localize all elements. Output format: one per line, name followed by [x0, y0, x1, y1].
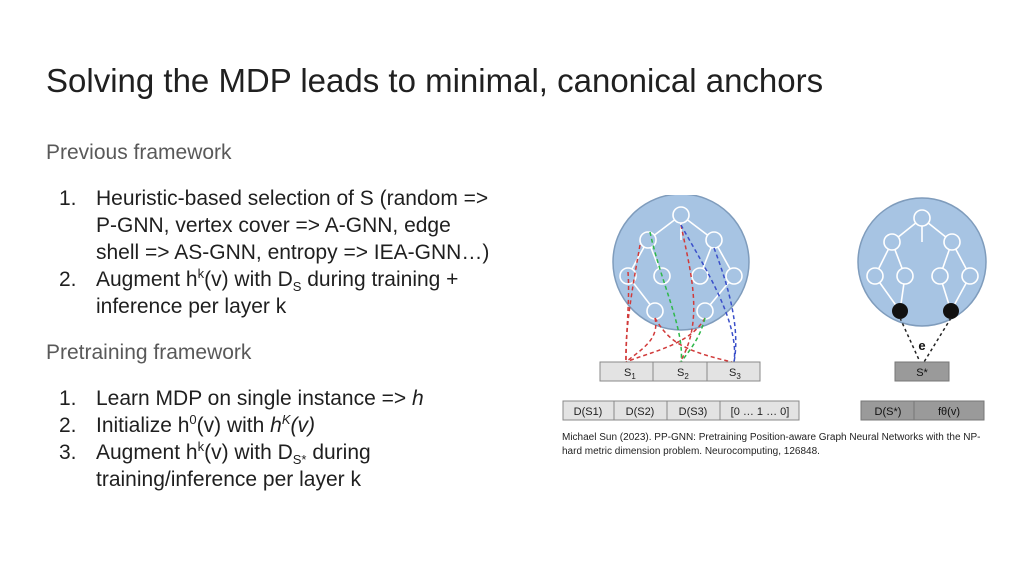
feature-label-d-s2: D(S2)	[626, 406, 655, 418]
item-line: shell => AS-GNN, entropy => IEA-GNN…)	[96, 241, 490, 264]
pretraining-framework-list: 1. Learn MDP on single instance => h 2. …	[46, 385, 424, 493]
anchor-row-box	[599, 361, 761, 382]
left-anchor-row: S1 S2 S3	[599, 361, 761, 382]
item-line: training/inference per layer k	[96, 468, 361, 491]
right-anchor-box: S*	[894, 361, 950, 382]
graph-node	[639, 231, 657, 249]
list-item: 1. Heuristic-based selection of S (rando…	[46, 185, 489, 266]
graph-node	[943, 233, 961, 251]
graph-node	[672, 206, 690, 224]
graph-node	[705, 231, 723, 249]
graph-node	[931, 267, 949, 285]
previous-framework-list: 1. Heuristic-based selection of S (rando…	[46, 185, 489, 320]
feature-label-d-s3: D(S3)	[679, 406, 708, 418]
pretraining-framework-heading: Pretraining framework	[46, 341, 252, 364]
anchor-node	[943, 303, 959, 319]
graph-node	[961, 267, 979, 285]
anchor-label-s3: S3	[729, 367, 741, 381]
feature-label-f-theta: fθ(v)	[938, 406, 960, 418]
item-number: 2.	[59, 414, 77, 437]
item-line: Heuristic-based selection of S (random =…	[96, 187, 489, 210]
right-graph: e	[857, 197, 987, 363]
graph-node	[866, 267, 884, 285]
anchor-label-s1: S1	[624, 367, 636, 381]
right-graph-nodes	[866, 209, 979, 285]
graph-node	[696, 302, 714, 320]
anchor-node	[892, 303, 908, 319]
graph-node	[896, 267, 914, 285]
feature-row-box	[860, 400, 985, 421]
citation: Michael Sun (2023). PP-GNN: Pretraining …	[562, 432, 981, 457]
anchor-label-s-star: S*	[916, 367, 928, 379]
item-number: 1.	[59, 187, 77, 210]
anchor-label-s2: S2	[677, 367, 689, 381]
list-item: 2. Augment hk(v) with DS during training…	[59, 266, 459, 318]
item-line: inference per layer k	[96, 295, 287, 318]
left-feature-row: D(S1) D(S2) D(S3) [0 … 1 … 0]	[562, 400, 800, 421]
edge-label: e	[918, 338, 925, 353]
graph-node	[725, 267, 743, 285]
graph-node	[646, 302, 664, 320]
feature-label-d-s-star: D(S*)	[875, 406, 902, 418]
left-graph	[612, 195, 750, 363]
list-item: 3. Augment hk(v) with DS* during trainin…	[59, 439, 371, 491]
graph-node	[883, 233, 901, 251]
feature-row-box	[562, 400, 800, 421]
left-graph-circle	[612, 195, 750, 331]
right-feature-row: D(S*) fθ(v)	[860, 400, 985, 421]
pp-gnn-diagram: S1 S2 S3 D(S1) D(S2) D(S3) [0 … 1 … 0]	[562, 195, 987, 421]
right-graph-dashed-links	[899, 317, 952, 363]
list-item: 1. Learn MDP on single instance => h	[59, 387, 424, 410]
item-number: 1.	[59, 387, 77, 410]
feature-label-d-s1: D(S1)	[574, 406, 603, 418]
graph-node	[691, 267, 709, 285]
previous-framework-heading: Previous framework	[46, 141, 232, 164]
feature-label-onehot: [0 … 1 … 0]	[731, 406, 790, 418]
list-item: 2. Initialize h0(v) with hK(v)	[59, 412, 315, 437]
anchor-box-s-star	[894, 361, 950, 382]
item-number: 3.	[59, 441, 77, 464]
right-graph-circle	[857, 197, 987, 327]
graph-node	[619, 267, 637, 285]
left-graph-nodes	[619, 206, 743, 320]
left-graph-dashed-links	[625, 224, 737, 363]
item-line: P-GNN, vertex cover => A-GNN, edge	[96, 214, 451, 237]
graph-node	[913, 209, 931, 227]
slide-title: Solving the MDP leads to minimal, canoni…	[46, 62, 824, 99]
item-number: 2.	[59, 268, 77, 291]
